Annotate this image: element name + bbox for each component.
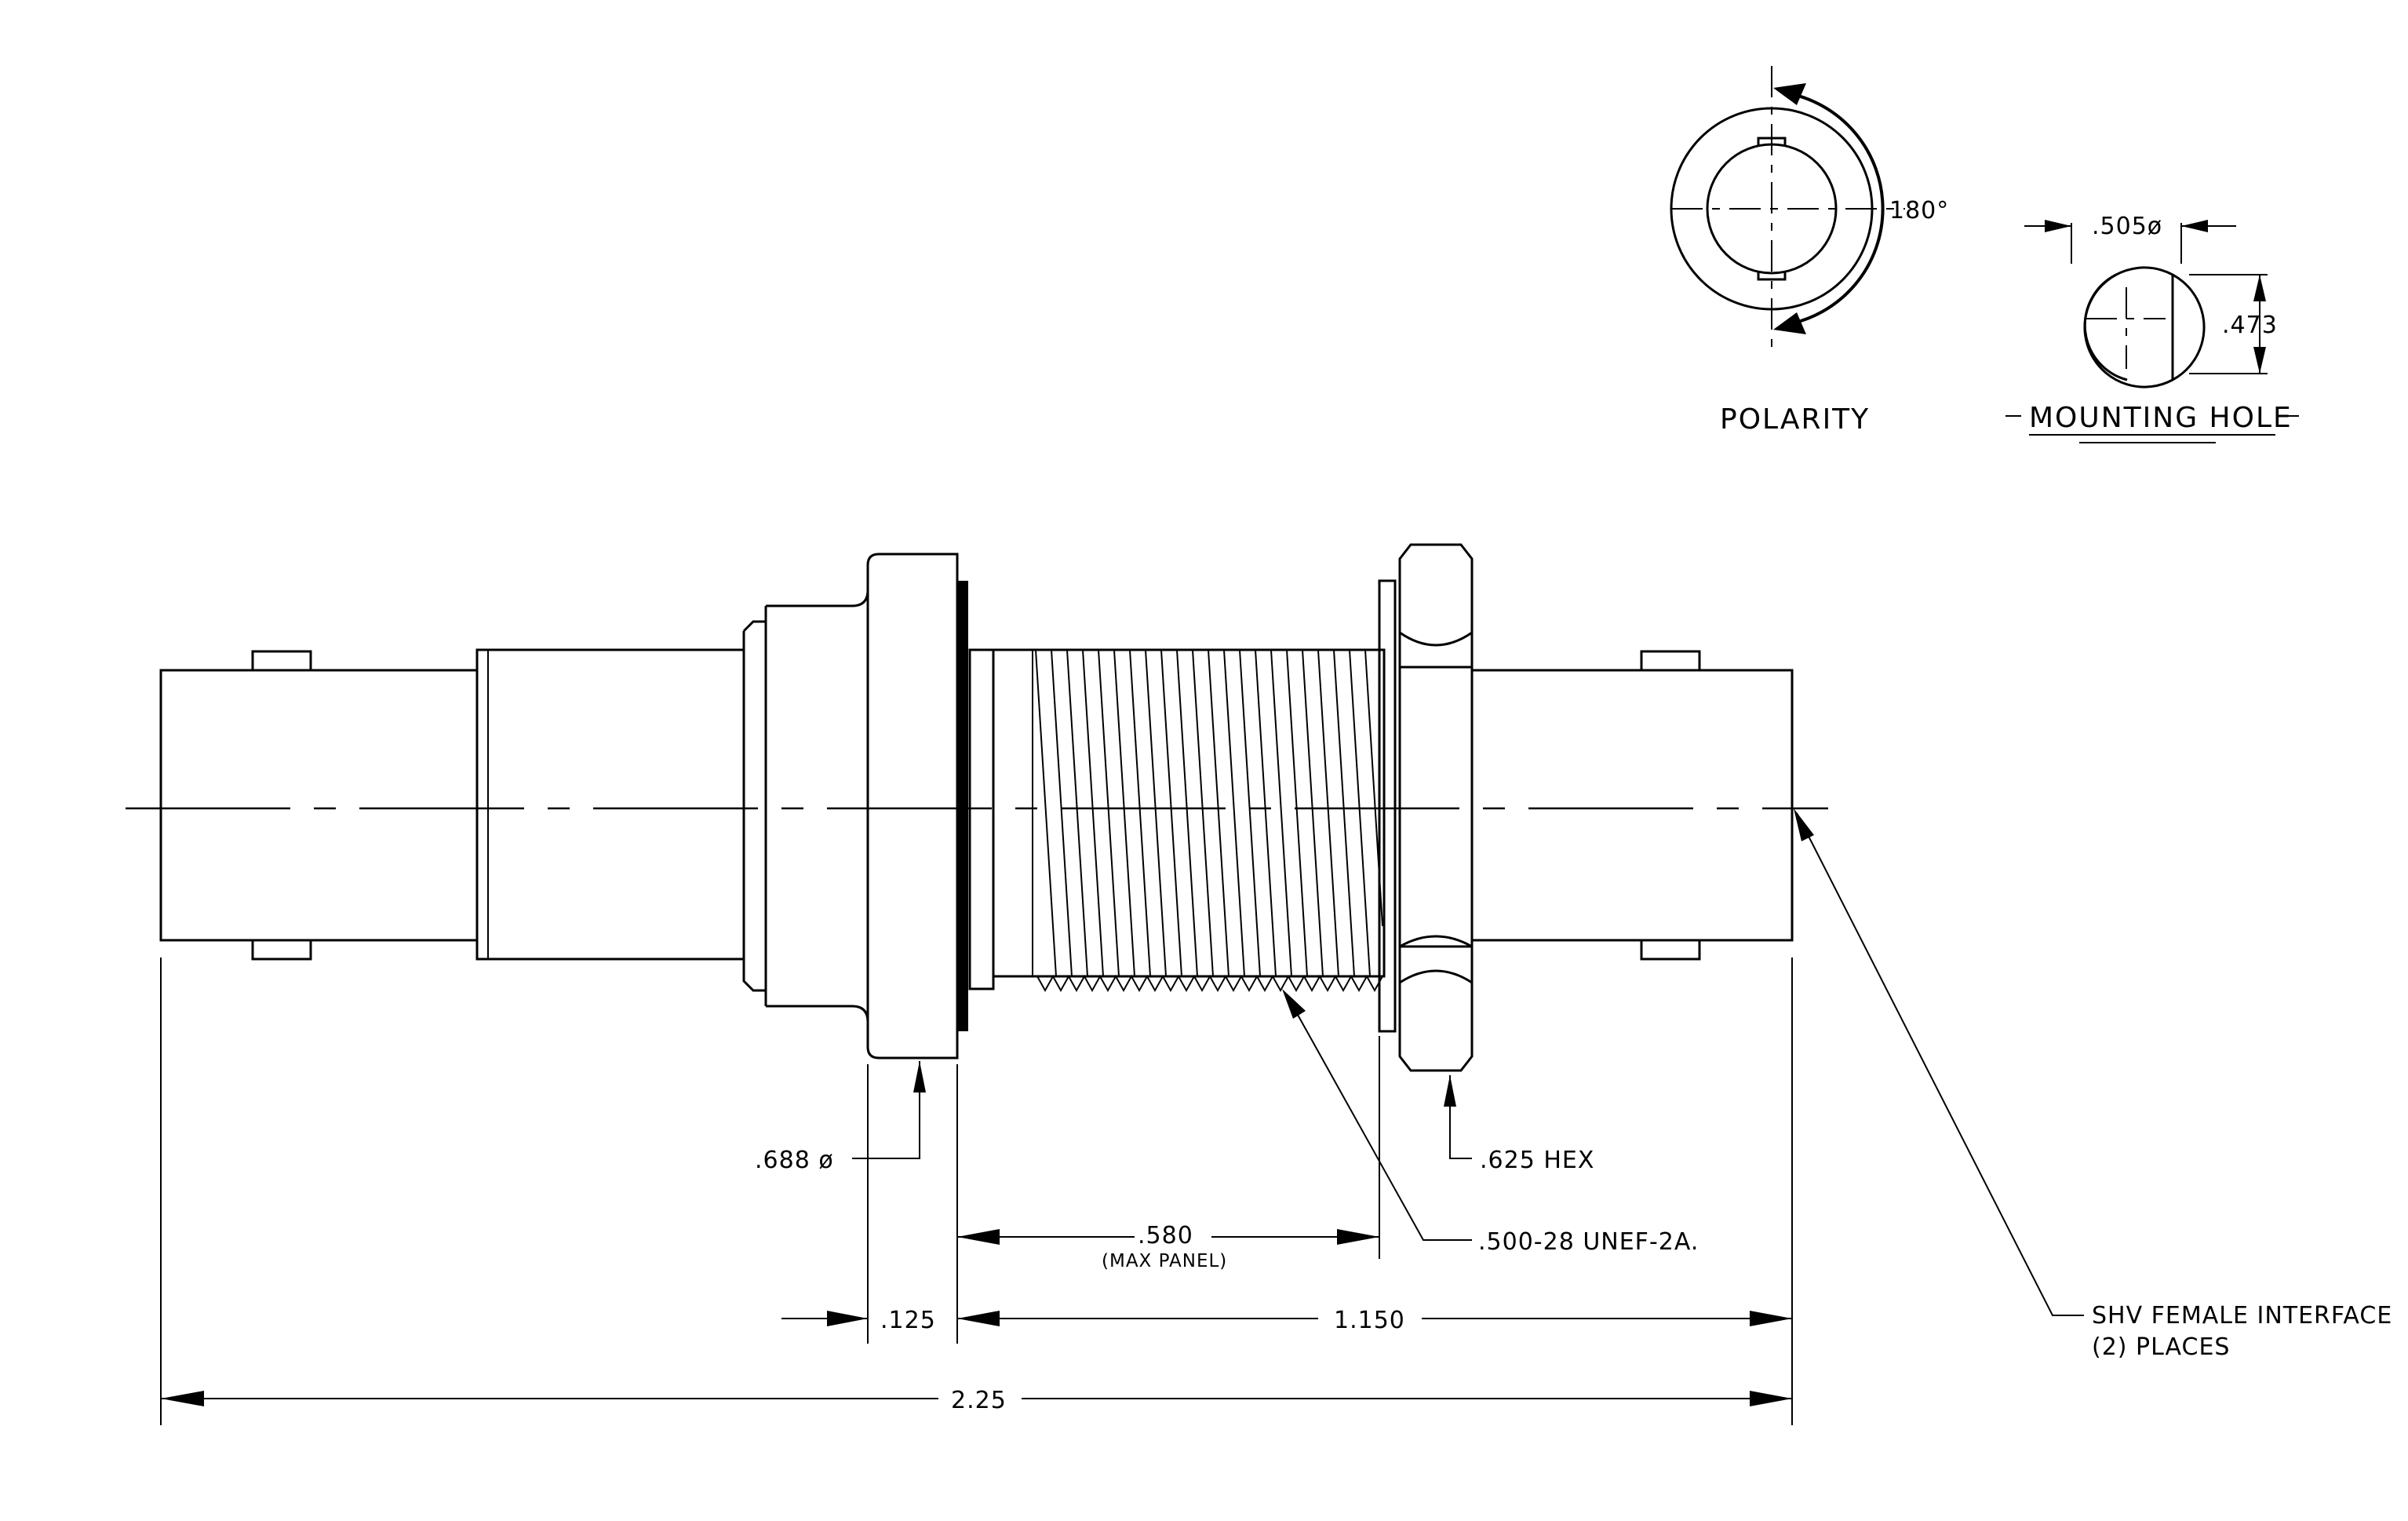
max-panel-value: .580 xyxy=(1138,1222,1193,1249)
overall-length-dimension: 2.25 xyxy=(161,1387,1792,1414)
flange-thickness-label: .125 xyxy=(880,1307,936,1334)
polarity-view: 180° POLARITY xyxy=(1670,66,1949,436)
max-panel-dimension: .580 (MAX PANEL) xyxy=(957,1222,1379,1271)
interface-note-line1: SHV FEMALE INTERFACE xyxy=(2092,1302,2392,1330)
flange-thickness-dimension: .125 xyxy=(781,1307,1000,1334)
hex-size-callout: .625 HEX xyxy=(1444,1075,1594,1174)
dimensions: .688 ø .625 HEX .580 (MAX PANEL) .500-28… xyxy=(160,808,2392,1425)
body-length-label: 1.150 xyxy=(1334,1307,1405,1334)
body-length-dimension: 1.150 xyxy=(957,1307,1792,1334)
mounting-hole-diameter-label: .505ø xyxy=(2092,213,2162,240)
polarity-title: POLARITY xyxy=(1720,403,1870,436)
flange-diameter-callout: .688 ø xyxy=(755,1061,926,1174)
thread-spec-label: .500-28 UNEF-2A. xyxy=(1478,1228,1699,1256)
threaded-body xyxy=(968,648,1386,993)
hex-size-label: .625 HEX xyxy=(1480,1147,1594,1174)
thread-lines xyxy=(1035,649,1383,993)
flange xyxy=(866,553,968,1060)
body-sleeve xyxy=(475,648,745,961)
polarity-angle-label: 180° xyxy=(1889,197,1949,224)
interface-note-line2: (2) PLACES xyxy=(2092,1333,2230,1361)
stepped-collar xyxy=(742,565,869,1049)
mounting-hole-flat-label: .473 xyxy=(2222,312,2278,339)
connector-side-view xyxy=(126,543,1828,1072)
lock-washer xyxy=(1378,579,1397,1033)
overall-length-label: 2.25 xyxy=(951,1387,1007,1414)
max-panel-note: (MAX PANEL) xyxy=(1102,1251,1227,1271)
mounting-hole-title: MOUNTING HOLE xyxy=(2029,402,2293,434)
flange-diameter-label: .688 ø xyxy=(755,1147,834,1174)
left-shv-interface xyxy=(159,650,479,961)
right-shv-interface xyxy=(1470,650,1794,961)
thread-spec-callout: .500-28 UNEF-2A. xyxy=(1282,989,1699,1256)
mounting-hole-view: .505ø .473 MOUNTING HOLE xyxy=(2005,213,2299,443)
interface-note-callout: SHV FEMALE INTERFACE (2) PLACES xyxy=(1794,808,2392,1361)
